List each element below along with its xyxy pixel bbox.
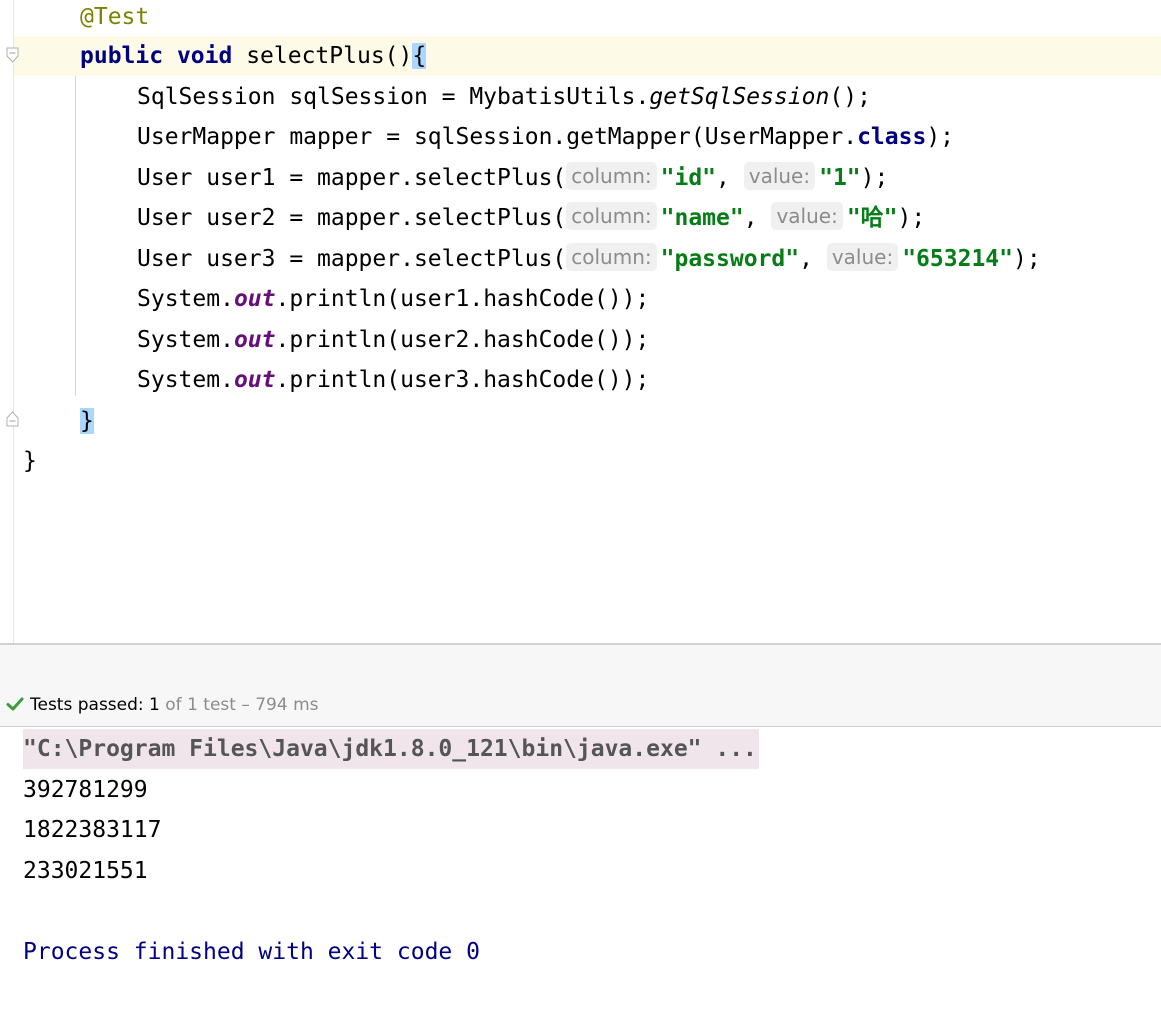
param-hint-value: value: xyxy=(826,243,899,271)
print-suffix: .println(user1.hashCode()); xyxy=(275,286,650,312)
current-line-highlight xyxy=(14,36,1161,76)
fold-collapse-icon[interactable] xyxy=(4,47,21,64)
indent-guide xyxy=(75,76,76,396)
param-hint-column: column: xyxy=(566,162,657,190)
mapper-code-end: ); xyxy=(926,124,955,150)
print-prefix: System. xyxy=(137,327,234,353)
console-output-line: 1822383117 xyxy=(23,817,162,843)
param-hint-column: column: xyxy=(566,202,657,230)
static-method-call: getSqlSession xyxy=(649,84,830,110)
param-hint-value: value: xyxy=(743,162,816,190)
code-line-mapper: UserMapper mapper = sqlSession.getMapper… xyxy=(137,117,954,157)
print-suffix: .println(user2.hashCode()); xyxy=(275,327,650,353)
code-line-select-user1: User user1 = mapper.selectPlus(column:"i… xyxy=(137,158,888,198)
mapper-code: UserMapper mapper = sqlSession.getMapper… xyxy=(137,124,858,150)
string-literal: "id" xyxy=(660,165,717,191)
static-field-out: out xyxy=(233,367,276,393)
code-line-print-user2: System.out.println(user2.hashCode()); xyxy=(137,320,649,360)
fold-end-icon[interactable] xyxy=(4,410,21,427)
session-code: SqlSession sqlSession = MybatisUtils. xyxy=(137,84,650,110)
class-close-brace: } xyxy=(23,448,37,474)
code-line-print-user1: System.out.println(user1.hashCode()); xyxy=(137,279,649,319)
code-line-select-user3: User user3 = mapper.selectPlus(column:"p… xyxy=(137,239,1041,279)
console-border xyxy=(0,726,1161,727)
arg-separator: , xyxy=(799,246,827,272)
matched-brace-open: { xyxy=(412,43,427,69)
console-output-line: 233021551 xyxy=(23,858,148,884)
arg-separator: , xyxy=(743,205,772,231)
call-prefix: User user2 = mapper.selectPlus( xyxy=(137,205,567,231)
panel-divider[interactable] xyxy=(0,643,1161,645)
static-field-out: out xyxy=(233,286,276,312)
code-line-annotation: @Test xyxy=(80,0,149,37)
tests-status-detail: of 1 test – 794 ms xyxy=(159,695,319,715)
code-line-method-close: } xyxy=(80,401,94,441)
annotation-test: @Test xyxy=(80,4,150,30)
run-tool-window-header xyxy=(0,645,1161,727)
param-hint-value: value: xyxy=(771,202,843,230)
code-line-method-declaration: public void selectPlus(){ xyxy=(80,36,427,76)
string-literal: "哈" xyxy=(846,205,898,231)
console-command-line: "C:\Program Files\Java\jdk1.8.0_121\bin\… xyxy=(23,729,759,769)
tests-passed-count: 1 xyxy=(149,695,160,715)
string-literal: "password" xyxy=(660,246,800,272)
call-suffix: ); xyxy=(1012,246,1041,272)
code-line-class-close: } xyxy=(23,441,37,481)
check-icon xyxy=(6,697,24,711)
method-signature: selectPlus() xyxy=(232,43,413,69)
code-line-select-user2: User user2 = mapper.selectPlus(column:"n… xyxy=(137,198,925,238)
keyword-public: public xyxy=(80,43,164,69)
call-suffix: ); xyxy=(897,205,926,231)
call-prefix: User user3 = mapper.selectPlus( xyxy=(137,246,567,272)
tests-status-bar: Tests passed: 1 of 1 test – 794 ms xyxy=(6,692,319,718)
print-prefix: System. xyxy=(137,367,234,393)
call-suffix: ); xyxy=(860,165,889,191)
keyword-class: class xyxy=(857,124,927,150)
matched-brace-close: } xyxy=(80,408,94,434)
string-literal: "1" xyxy=(819,165,861,191)
static-field-out: out xyxy=(233,327,276,353)
string-literal: "name" xyxy=(660,205,744,231)
editor-gutter xyxy=(13,0,14,643)
tests-status-label: Tests passed: xyxy=(30,695,150,715)
print-suffix: .println(user3.hashCode()); xyxy=(275,367,650,393)
string-literal: "653214" xyxy=(902,246,1013,272)
console-output-line: 392781299 xyxy=(23,777,148,803)
code-line-session: SqlSession sqlSession = MybatisUtils.get… xyxy=(137,77,871,117)
call-prefix: User user1 = mapper.selectPlus( xyxy=(137,165,567,191)
print-prefix: System. xyxy=(137,286,234,312)
param-hint-column: column: xyxy=(566,243,657,271)
code-line-print-user3: System.out.println(user3.hashCode()); xyxy=(137,360,649,400)
keyword-void: void xyxy=(176,43,233,69)
console-exit-message: Process finished with exit code 0 xyxy=(23,939,480,965)
session-code-end: (); xyxy=(829,84,871,110)
code-editor[interactable]: @Test public void selectPlus(){ SqlSessi… xyxy=(0,0,1161,643)
arg-separator: , xyxy=(716,165,744,191)
